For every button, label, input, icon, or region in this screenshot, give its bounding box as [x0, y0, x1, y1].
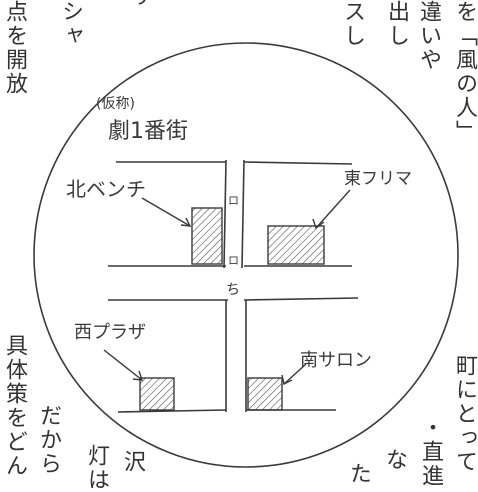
text-column-right-3: 違いや [416, 0, 441, 72]
label-east: 東フリマ [344, 169, 412, 189]
label-north: 北ベンチ [66, 177, 146, 201]
north-building [191, 207, 223, 265]
text-column-right-1: スし [340, 0, 365, 48]
label-south: 南サロン [300, 350, 372, 371]
south-building [247, 377, 283, 411]
sketch-map: (仮称) 劇1番街 ロ ロ ち [33, 42, 459, 468]
text-column-left-2: シャ [58, 0, 83, 48]
west-building [139, 377, 175, 411]
center-mark-3: ち [226, 282, 240, 298]
center-mark-1: ロ [228, 194, 239, 207]
text-column-left-bottom-2: だから [36, 404, 61, 476]
text-column-right-2: 出し [384, 0, 409, 48]
sketch-circle [33, 42, 459, 468]
text-column-left-1: 点を開放 [2, 0, 27, 96]
street-lines [108, 159, 359, 413]
label-arrows [103, 189, 351, 386]
text-column-right-bottom-3: な [382, 448, 407, 472]
text-column-right-bottom-2: ・直進 [418, 416, 443, 488]
sketch-caption: (仮称) [96, 96, 135, 112]
sketch-title: 劇1番街 [108, 119, 188, 144]
label-west: 西プラザ [74, 322, 146, 343]
text-column-left-3: す [128, 0, 153, 8]
center-mark-2: ロ [228, 254, 239, 267]
text-column-right-4: を「風の人」 [452, 0, 477, 144]
text-column-right-bottom-1: 町にとって [452, 354, 477, 474]
east-building [267, 225, 325, 265]
text-column-left-bottom-4: 沢 [120, 450, 145, 474]
text-column-left-bottom-1: 具体策をどん [2, 334, 27, 478]
